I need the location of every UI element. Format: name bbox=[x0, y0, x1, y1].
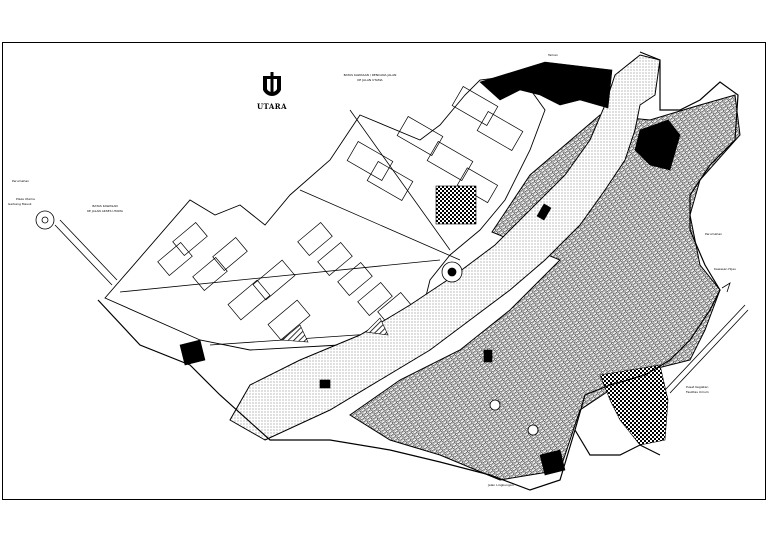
map-frame bbox=[2, 42, 766, 500]
housing-zone-east bbox=[349, 94, 741, 481]
access-road-west bbox=[35, 210, 118, 286]
annotation-far-left: Perumahan bbox=[12, 179, 29, 183]
site-boundary bbox=[97, 51, 739, 491]
annotation-se-label-2: Fasilitas Umum bbox=[686, 390, 709, 394]
annotation-east-label-2: Kawasan Hijau bbox=[714, 267, 736, 271]
roundabouts bbox=[441, 261, 539, 436]
annotation-left-note-2: KE JALAN AKSES UTAMA bbox=[87, 209, 124, 213]
annotation-west-label: Plaza Utama bbox=[16, 197, 35, 201]
annotation-south-label: Jalan Lingkungan bbox=[487, 483, 514, 487]
annotation-se-label: Pusat Kegiatan bbox=[686, 385, 708, 389]
annotation-ne-label: Taman bbox=[547, 53, 558, 57]
annotation-left-note: BATAS KAWASAN bbox=[92, 204, 117, 208]
river-corridor bbox=[229, 54, 661, 441]
annotation-east-label: Perumahan bbox=[705, 232, 722, 236]
annotation-top-note-2: KE JALAN UTAMA bbox=[357, 78, 383, 82]
north-arrow-icon bbox=[263, 72, 281, 96]
access-road-east bbox=[664, 282, 749, 394]
annotation-west-label-2: Gerbang Masuk bbox=[8, 202, 32, 206]
north-label: UTARA bbox=[257, 102, 287, 111]
annotation-top-note: BATAS KAWASAN / RENCANA JALAN bbox=[344, 73, 397, 77]
special-blocks bbox=[179, 61, 681, 476]
